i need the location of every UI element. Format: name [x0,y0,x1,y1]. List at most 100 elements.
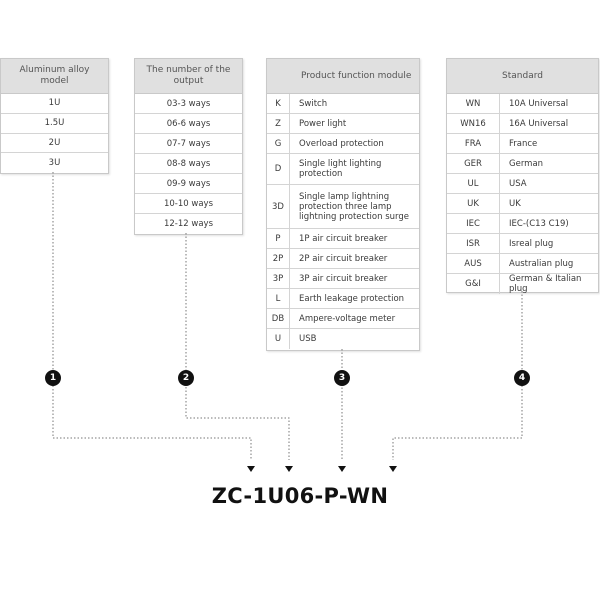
aluminum-alloy-model-header: Aluminum alloy model [1,59,108,94]
table-row: AUS Australian plug [447,254,598,274]
list-item: 06-6 ways [135,114,242,134]
list-item-label: 2U [48,137,61,148]
list-item: 2U [1,134,108,154]
row-code: IEC [447,214,500,233]
list-item: 10-10 ways [135,194,242,214]
arrow-down-icon [285,466,293,472]
row-code: AUS [447,254,500,273]
badge-2: 2 [178,370,194,386]
table-row: UK UK [447,194,598,214]
row-code: K [267,94,290,113]
table-row: G&I German & Italian plug [447,274,598,294]
row-code: UL [447,174,500,193]
row-code: ISR [447,234,500,253]
output-count-header: The number of the output [135,59,242,94]
row-description: UK [509,198,521,209]
list-item: 08-8 ways [135,154,242,174]
row-code: DB [267,309,290,328]
list-item-label: 06-6 ways [166,118,211,129]
list-item-label: 10-10 ways [163,198,214,209]
row-description: 16A Universal [509,118,569,129]
table-row: 2P 2P air circuit breaker [267,249,419,269]
list-item-label: 1.5U [44,118,65,129]
row-description: 3P air circuit breaker [299,273,388,284]
list-item: 1U [1,94,108,114]
output-count-rows: 03-3 ways 06-6 ways 07-7 ways 08-8 ways 09-9… [135,94,242,234]
row-description: German [509,158,544,169]
table-row: FRA France [447,134,598,154]
list-item-label: 12-12 ways [163,219,214,229]
row-code: D [267,154,290,184]
list-item: 03-3 ways [135,94,242,114]
row-description: Ampere-voltage meter [299,313,396,324]
row-code: WN16 [447,114,500,133]
row-code: 3P [267,269,290,288]
connector-line-1 [52,172,252,460]
table-row: D Single light lighting protection [267,154,419,185]
list-item: 07-7 ways [135,134,242,154]
table-row: U USB [267,329,419,349]
badge-3: 3 [334,370,350,386]
arrow-down-icon [338,466,346,472]
table-row: G Overload protection [267,134,419,154]
list-item: 12-12 ways [135,214,242,234]
row-code: 3D [267,185,290,228]
arrow-down-icon [389,466,397,472]
row-description: Australian plug [509,258,574,269]
standard-header: Standard [447,59,598,94]
row-description: Isreal plug [509,238,554,249]
row-description: USB [299,334,317,344]
row-description: 2P air circuit breaker [299,253,388,264]
row-code: WN [447,94,500,113]
row-description: Power light [299,118,347,129]
row-code: G&I [447,274,500,294]
list-item-label: 03-3 ways [166,98,211,109]
row-code: U [267,329,290,349]
row-description: USA [509,178,527,189]
row-description: Single light lighting protection [299,159,382,179]
row-description: 10A Universal [509,98,569,109]
table-row: WN 10A Universal [447,94,598,114]
row-code: 2P [267,249,290,268]
list-item-label: 08-8 ways [166,158,211,169]
list-item: 09-9 ways [135,174,242,194]
row-description: Single lamp lightning protection three l… [299,191,409,222]
row-code: G [267,134,290,153]
row-code: P [267,229,290,248]
list-item: 1.5U [1,114,108,134]
row-description: Switch [299,98,328,109]
row-code: L [267,289,290,308]
aluminum-alloy-model-table: Aluminum alloy model 1U 1.5U 2U 3U [0,58,109,174]
list-item-label: 3U [48,158,61,169]
model-code: ZC-1U06-P-WN [211,484,389,508]
list-item-label: 09-9 ways [166,178,211,189]
row-description: Overload protection [299,138,384,149]
row-code: UK [447,194,500,213]
table-row: Z Power light [267,114,419,134]
table-row: DB Ampere-voltage meter [267,309,419,329]
row-code: FRA [447,134,500,153]
row-description: France [509,138,538,149]
list-item: 3U [1,153,108,173]
list-item-label: 1U [48,98,61,109]
row-description: German & Italian plug [509,274,582,294]
table-row: K Switch [267,94,419,114]
function-module-header: Product function module [267,59,419,94]
table-row: GER German [447,154,598,174]
table-row: 3P 3P air circuit breaker [267,269,419,289]
row-code: Z [267,114,290,133]
table-row: ISR Isreal plug [447,234,598,254]
row-description: 1P air circuit breaker [299,233,388,244]
list-item-label: 07-7 ways [166,138,211,149]
arrow-down-icon [247,466,255,472]
table-row: UL USA [447,174,598,194]
aluminum-alloy-model-rows: 1U 1.5U 2U 3U [1,94,108,173]
connector-line-2 [185,233,290,460]
row-code: GER [447,154,500,173]
